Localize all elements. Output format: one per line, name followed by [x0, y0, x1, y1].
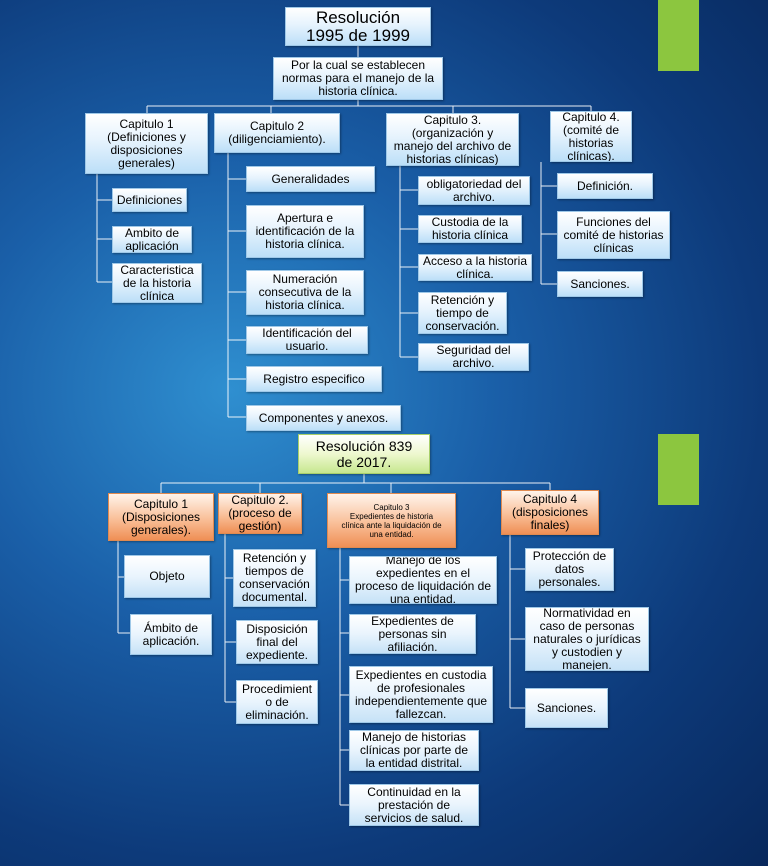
bottom-chapter-2: Capitulo 2. (proceso de gestión) — [218, 493, 302, 534]
top-ch2-item: Identificación del usuario. — [246, 326, 368, 354]
top-chapter-3: Capitulo 3. (organización y manejo del a… — [386, 113, 519, 166]
top-ch3-item: Seguridad del archivo. — [418, 343, 529, 371]
bottom-ch2-item: Retención y tiempos de conservación docu… — [233, 549, 316, 607]
bottom-ch3-item: Expedientes de personas sin afiliación. — [349, 614, 476, 654]
bottom-ch4-item: Sanciones. — [525, 688, 608, 728]
resolution-839-title: Resolución 839 de 2017. — [298, 434, 430, 474]
top-ch4-item: Funciones del comité de historias clínic… — [557, 211, 670, 259]
bottom-chapter-3: Capitulo 3 Expedientes de historia clíni… — [327, 493, 456, 548]
top-ch3-item: Retención y tiempo de conservación. — [418, 292, 507, 334]
top-ch3-item: obligatoriedad del archivo. — [418, 176, 530, 205]
top-ch4-item: Definición. — [557, 173, 653, 199]
top-chapter-1: Capitulo 1 (Definiciones y disposiciones… — [85, 113, 208, 174]
bottom-ch2-item: Procedimient o de eliminación. — [236, 680, 318, 724]
top-ch1-item: Definiciones — [112, 188, 187, 212]
bottom-ch3-item: Continuidad en la prestación de servicio… — [349, 784, 479, 826]
top-ch2-item: Generalidades — [246, 166, 375, 192]
top-ch2-item: Componentes y anexos. — [246, 405, 401, 431]
accent-bar-bottom — [658, 434, 699, 505]
top-ch2-item: Numeración consecutiva de la historia cl… — [246, 270, 364, 315]
bottom-ch1-item: Ámbito de aplicación. — [130, 614, 212, 655]
bottom-ch3-item: Expedientes en custodia de profesionales… — [349, 666, 493, 723]
top-ch1-item: Ambito de aplicación — [112, 226, 192, 253]
bottom-ch3-item: Manejo de los expedientes en el proceso … — [349, 556, 497, 604]
resolution-1995-title: Resolución 1995 de 1999 — [285, 7, 431, 46]
resolution-1995-subtitle: Por la cual se establecen normas para el… — [273, 57, 443, 100]
top-ch2-item: Apertura e identificación de la historia… — [246, 205, 364, 258]
top-ch4-item: Sanciones. — [557, 271, 643, 297]
top-ch2-item: Registro especifico — [246, 366, 382, 392]
bottom-ch1-item: Objeto — [124, 555, 210, 598]
top-ch3-item: Acceso a la historia clínica. — [418, 254, 532, 281]
top-chapter-2: Capitulo 2 (diligenciamiento). — [214, 113, 340, 153]
top-ch3-item: Custodia de la historia clínica — [418, 215, 522, 243]
bottom-ch2-item: Disposición final del expediente. — [236, 620, 318, 664]
bottom-ch4-item: Protección de datos personales. — [525, 548, 614, 591]
bottom-ch4-item: Normatividad en caso de personas natural… — [525, 607, 649, 671]
bottom-chapter-1: Capitulo 1 (Disposiciones generales). — [108, 493, 214, 541]
bottom-ch3-item: Manejo de historias clínicas por parte d… — [349, 730, 479, 771]
top-ch1-item: Caracteristica de la historia clínica — [112, 263, 202, 303]
accent-bar-top — [658, 0, 699, 71]
bottom-chapter-4: Capitulo 4 (disposiciones finales) — [501, 490, 599, 535]
top-chapter-4: Capitulo 4. (comité de historias clínica… — [550, 111, 632, 162]
